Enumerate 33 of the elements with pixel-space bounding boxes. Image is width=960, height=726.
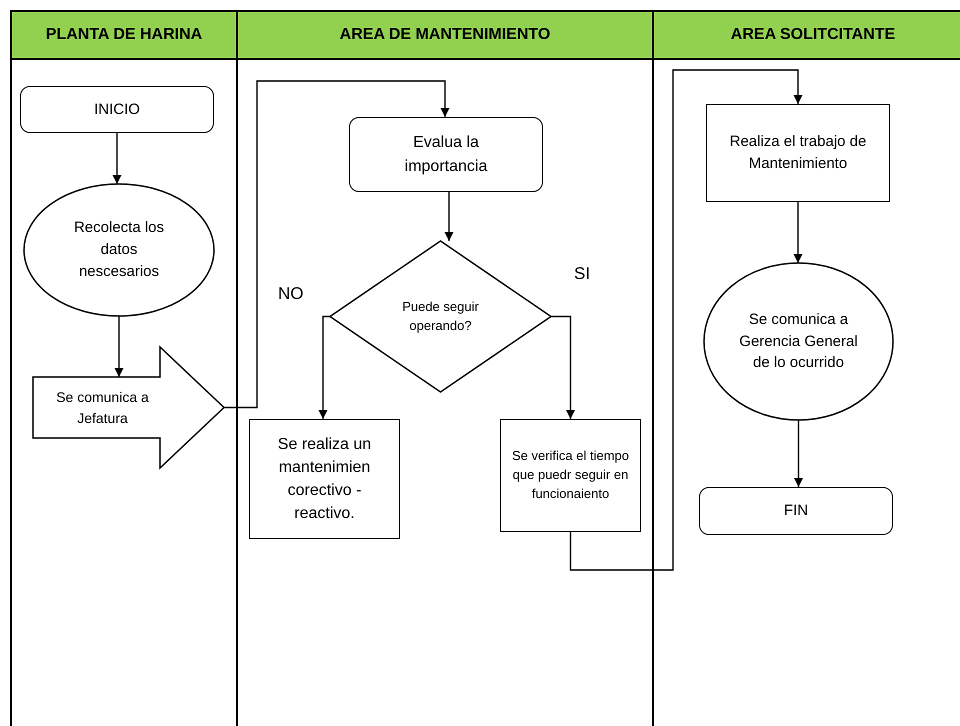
connector-arrow (551, 316, 575, 419)
connector-arrow (444, 192, 454, 241)
connector-arrow (794, 420, 803, 487)
terminal-box (20, 86, 214, 133)
node-text: Puede seguir operando? (401, 298, 480, 335)
lane-header: AREA SOLITCITANTE (654, 12, 960, 60)
block-arrow-shape (33, 347, 224, 468)
node-text: Se comunica a Jefatura (55, 388, 150, 428)
process-box (706, 104, 890, 202)
decision-diamond (330, 241, 551, 392)
process-ellipse (704, 263, 893, 420)
node-text: FIN (782, 501, 810, 522)
lane-header: PLANTA DE HARINA (12, 12, 236, 60)
terminal-box (699, 487, 893, 535)
node-text: INICIO (93, 100, 141, 120)
process-box (500, 419, 641, 532)
process-box (249, 419, 400, 539)
connector-arrow (114, 316, 124, 377)
node-text: Evalua la importancia (404, 133, 488, 176)
node-text: Se realiza un mantenimien corectivo - reactivo. (276, 434, 372, 524)
connector-arrow (224, 80, 450, 408)
node-text: Se verifica el tiempo que puedr seguir en funcionaiento (510, 447, 630, 503)
connector-arrow (570, 69, 802, 571)
process-ellipse (24, 184, 214, 316)
node-text: Se comunica a Gerencia General de lo ocurrido (738, 310, 859, 374)
node-text: Realiza el trabajo de Mantenimiento (728, 132, 868, 174)
connector-arrow (794, 202, 802, 263)
connector-arrow (112, 133, 122, 184)
lane-header: AREA DE MANTENIMIENTO (238, 12, 652, 60)
node-text: Recolecta los datos nescesarios (72, 218, 166, 282)
connector-arrow (318, 316, 330, 419)
terminal-box (349, 117, 543, 192)
swimlane (10, 10, 238, 726)
